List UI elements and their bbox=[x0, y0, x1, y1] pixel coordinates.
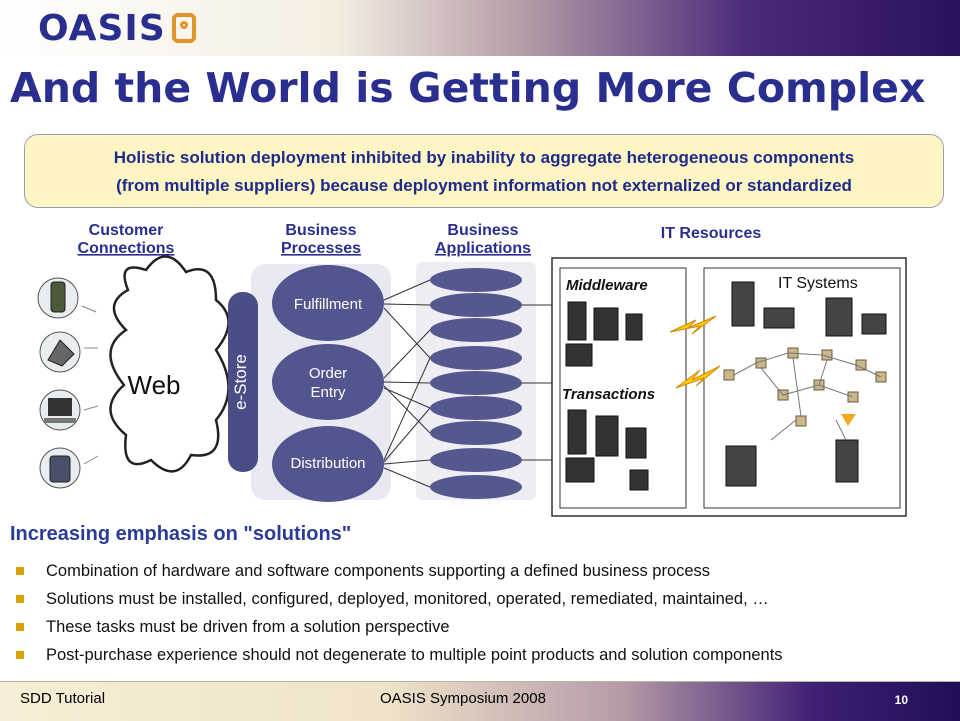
footer-bar: SDD Tutorial OASIS Symposium 2008 10 bbox=[0, 681, 960, 721]
it-system-icons bbox=[725, 281, 887, 487]
callout-line-1: Holistic solution deployment inhibited b… bbox=[113, 148, 855, 167]
logo-text: OASIS bbox=[38, 7, 166, 49]
web-cloud bbox=[109, 255, 230, 473]
section-subhead: Increasing emphasis on "solutions" bbox=[10, 523, 352, 545]
process-entry-label: Entry bbox=[310, 384, 346, 401]
bullet-item: Combination of hardware and software com… bbox=[14, 557, 783, 585]
oasis-logo: OASIS bbox=[38, 7, 196, 49]
logo-mark-icon bbox=[171, 13, 196, 43]
footer-left-text: SDD Tutorial bbox=[20, 690, 106, 707]
bullet-square-icon bbox=[16, 595, 24, 603]
header-processes-1: Business bbox=[285, 222, 356, 239]
bullet-square-icon bbox=[16, 567, 24, 575]
header-apps-1: Business bbox=[447, 222, 518, 239]
process-distribution-label: Distribution bbox=[290, 455, 365, 472]
header-customer-2: Connections bbox=[78, 240, 175, 257]
callout-box: Holistic solution deployment inhibited b… bbox=[24, 134, 944, 208]
architecture-diagram: Customer Connections Business Processes … bbox=[36, 220, 926, 520]
page-number: 10 bbox=[894, 693, 908, 707]
slide-title: And the World is Getting More Complex bbox=[10, 64, 926, 112]
application-list bbox=[430, 268, 522, 499]
estore-label: e-Store bbox=[231, 354, 250, 410]
header-bar: OASIS bbox=[0, 0, 960, 56]
process-app-links bbox=[383, 279, 431, 488]
header-apps-2: Applications bbox=[435, 240, 531, 257]
header-processes-2: Processes bbox=[281, 240, 361, 257]
bullet-item: Solutions must be installed, configured,… bbox=[14, 585, 783, 613]
diagram-canvas: Customer Connections Business Processes … bbox=[37, 222, 907, 517]
device-phone-icon bbox=[37, 277, 79, 319]
header-it-resources: IT Resources bbox=[661, 225, 762, 242]
process-order-label: Order bbox=[309, 365, 347, 382]
web-label: Web bbox=[128, 370, 181, 400]
bullet-item: These tasks must be driven from a soluti… bbox=[14, 613, 783, 641]
bullet-list: Combination of hardware and software com… bbox=[14, 557, 783, 669]
lightning-icons bbox=[669, 315, 721, 389]
process-distribution bbox=[272, 426, 384, 502]
header-customer-1: Customer bbox=[89, 222, 164, 239]
network-links bbox=[733, 352, 882, 441]
process-order-entry bbox=[272, 344, 384, 420]
device-desktop-icon bbox=[39, 389, 81, 431]
middleware-server-icons bbox=[565, 301, 643, 367]
device-pda-icon bbox=[39, 447, 81, 489]
callout-line-2: (from multiple suppliers) because deploy… bbox=[116, 176, 852, 195]
warning-arrow-icon bbox=[841, 414, 856, 426]
it-systems-label: IT Systems bbox=[778, 275, 858, 292]
footer-center-text: OASIS Symposium 2008 bbox=[380, 690, 546, 707]
bullet-square-icon bbox=[16, 623, 24, 631]
bullet-square-icon bbox=[16, 651, 24, 659]
app-it-links bbox=[522, 304, 554, 461]
transactions-label: Transactions bbox=[562, 386, 655, 403]
transaction-server-icons bbox=[565, 409, 649, 491]
device-laptop-icon bbox=[39, 331, 81, 373]
process-fulfillment bbox=[272, 265, 384, 341]
middleware-label: Middleware bbox=[566, 277, 648, 294]
process-fulfillment-label: Fulfillment bbox=[294, 296, 363, 313]
estore-bar bbox=[228, 292, 258, 472]
bullet-item: Post-purchase experience should not dege… bbox=[14, 641, 783, 669]
